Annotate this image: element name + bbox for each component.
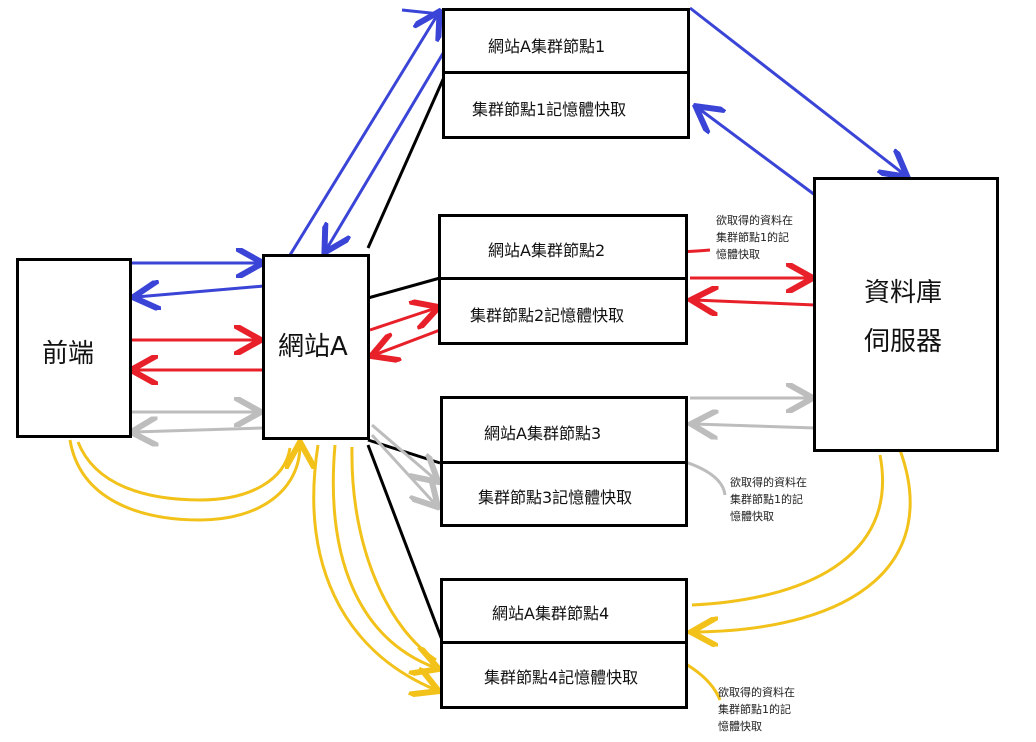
note2-line3: 憶體快取 xyxy=(716,248,760,261)
cluster4-cache-box xyxy=(440,641,688,709)
gray-web-to-cache3-b xyxy=(370,433,436,505)
note3-line2: 集群節點1的記 xyxy=(730,493,803,506)
note-cluster3: 欲取得的資料在 集群節點1的記 憶體快取 xyxy=(730,474,807,525)
cluster1-cache-box xyxy=(442,71,690,139)
blue-web-to-cluster1 xyxy=(288,14,438,256)
note2-line2: 集群節點1的記 xyxy=(716,231,789,244)
note4-line2: 集群節點1的記 xyxy=(718,703,791,716)
blue-cluster1-to-web xyxy=(326,49,447,250)
yellow-db-to-cluster4-b xyxy=(694,449,912,632)
link-website-cluster4 xyxy=(366,444,444,641)
yellow-web-to-cache4-b xyxy=(331,444,436,668)
gray-web-to-front xyxy=(134,428,263,432)
gray-db-to-cluster3 xyxy=(694,424,816,428)
cluster3-cache: 集群節點3記憶體快取 xyxy=(478,488,633,507)
blue-top-short xyxy=(401,8,441,16)
cluster2-cache: 集群節點2記憶體快取 xyxy=(470,306,625,325)
note2-line1: 欲取得的資料在 xyxy=(716,214,793,227)
database-box xyxy=(813,177,999,452)
cluster4-cache: 集群節點4記憶體快取 xyxy=(484,668,639,687)
note4-line3: 憶體快取 xyxy=(718,720,762,733)
yellow-db-to-cluster4 xyxy=(691,454,884,607)
note-cluster4: 欲取得的資料在 集群節點1的記 憶體快取 xyxy=(718,684,795,735)
note3-line1: 欲取得的資料在 xyxy=(730,476,807,489)
yellow-web-to-cache4-c xyxy=(350,446,437,662)
note3-line3: 憶體快取 xyxy=(730,510,774,523)
database-label-line2: 伺服器 xyxy=(864,327,943,357)
red-db-to-cache2 xyxy=(694,300,816,305)
frontend-box xyxy=(16,258,132,438)
blue-cluster1-to-db xyxy=(689,6,905,175)
blue-db-to-cache1 xyxy=(698,108,816,197)
red-web-to-cache2 xyxy=(369,308,436,332)
cluster2-cache-box xyxy=(438,277,688,345)
website-label: 網站A xyxy=(278,332,348,362)
cluster2-title: 網站A集群節點2 xyxy=(488,241,606,260)
red-cache2-to-web xyxy=(374,328,441,355)
yellow-front-loop-b xyxy=(76,441,292,502)
link-website-cluster1 xyxy=(366,74,447,249)
blue-flow xyxy=(130,8,905,297)
cluster3-title: 網站A集群節點3 xyxy=(484,424,602,443)
database-label-line1: 資料庫 xyxy=(864,278,943,308)
yellow-front-loop xyxy=(68,440,300,522)
frontend-label: 前端 xyxy=(42,339,95,369)
link-website-cluster2 xyxy=(367,276,441,300)
note4-line1: 欲取得的資料在 xyxy=(718,686,795,699)
cluster1-title: 網站A集群節點1 xyxy=(488,37,606,56)
cluster3-cache-box xyxy=(440,461,688,527)
blue-web-to-front xyxy=(136,286,265,297)
website-box xyxy=(262,254,370,440)
cluster2-title-box xyxy=(438,214,688,280)
cluster4-title: 網站A集群節點4 xyxy=(492,604,610,623)
yellow-web-to-cache4-a xyxy=(312,444,436,690)
cluster1-cache: 集群節點1記憶體快取 xyxy=(472,100,627,119)
note-cluster2: 欲取得的資料在 集群節點1的記 憶體快取 xyxy=(716,212,793,263)
cluster1-title-box xyxy=(442,8,690,74)
gray-web-to-cache3-a xyxy=(371,423,436,480)
